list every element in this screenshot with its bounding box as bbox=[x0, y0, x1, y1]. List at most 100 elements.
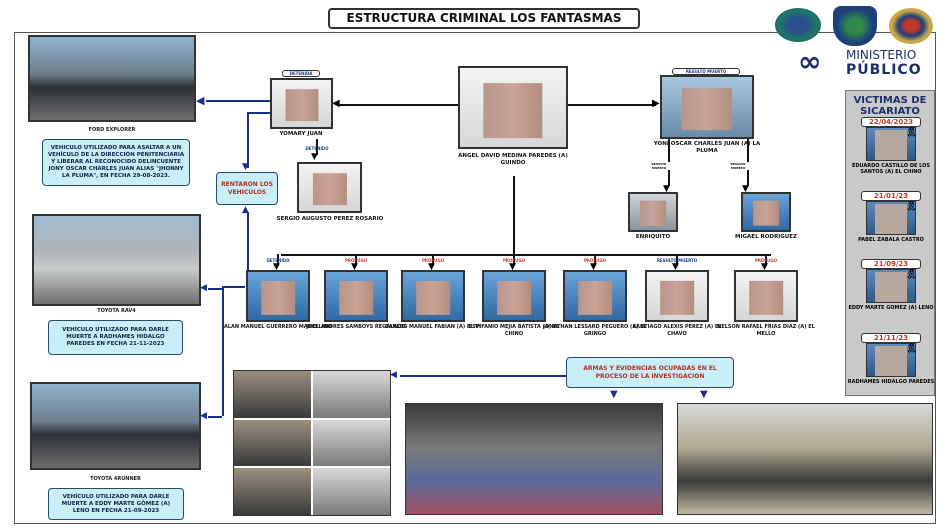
arrow-left-icon: ◀ bbox=[390, 370, 397, 380]
victim-date: 21/09/23 bbox=[861, 259, 921, 269]
connector-line bbox=[247, 212, 249, 286]
blurred-face bbox=[483, 82, 543, 138]
connector-line bbox=[206, 100, 270, 102]
leader-photo bbox=[458, 66, 568, 149]
toyota-4runner-photo bbox=[30, 382, 201, 470]
migael-photo bbox=[741, 192, 791, 232]
status-label: PROFUGO bbox=[421, 258, 445, 263]
arrow-down-icon: ▼ bbox=[311, 152, 318, 162]
connector-line bbox=[208, 416, 222, 418]
evidence-label-box: ARMAS Y EVIDENCIAS OCUPADAS EN EL PROCES… bbox=[566, 357, 734, 388]
blurred-face bbox=[660, 280, 694, 315]
weapon-photo bbox=[234, 419, 311, 467]
connector-line bbox=[432, 254, 434, 266]
victim-name: PABEL ZABALA CASTRO bbox=[858, 237, 924, 243]
connector-line bbox=[676, 254, 678, 266]
member-name: JOEL ANDRES SAMBOYS REGALADO bbox=[306, 324, 406, 330]
weapons-photo-grid bbox=[233, 370, 391, 516]
vehicle-caption: FORD EXPLORER bbox=[88, 127, 136, 133]
victims-panel: VICTIMAS DE SICARIATO 22/04/2023 🎗 EDUAR… bbox=[845, 90, 935, 396]
seal-icon bbox=[775, 8, 821, 42]
arrow-down-icon: ▼ bbox=[700, 389, 708, 400]
weapon-photo bbox=[313, 419, 390, 467]
connector-line bbox=[277, 254, 279, 266]
connector-line bbox=[355, 254, 357, 266]
dicrim-badge-icon bbox=[889, 8, 933, 44]
vehicle-note: VEHÍCULO UTILIZADO PARA DARLE MUERTE A E… bbox=[48, 488, 184, 520]
blurred-face bbox=[312, 172, 347, 206]
victims-title: VICTIMAS DE SICARIATO bbox=[853, 95, 927, 117]
weapon-photo bbox=[313, 371, 390, 418]
victim-photo: 🎗 bbox=[866, 127, 917, 161]
blurred-face bbox=[497, 280, 531, 315]
blurred-face bbox=[416, 280, 450, 315]
connector-line bbox=[316, 139, 318, 155]
police-badge-icon bbox=[833, 6, 877, 46]
member-photo bbox=[645, 270, 709, 322]
status-badge: RESULTO MUERTO bbox=[672, 68, 740, 75]
member-name: ALAN MANUEL GUERRERO MARCELINO bbox=[223, 324, 333, 330]
toyota-rav4-photo bbox=[32, 214, 201, 306]
connector-line bbox=[568, 104, 656, 106]
vehicle-caption: TOYOTA 4RUNNER bbox=[90, 476, 141, 482]
blurred-face bbox=[284, 88, 319, 122]
mourning-ribbon-icon: 🎗 bbox=[905, 344, 917, 354]
status-label: RESULTO MUERTO bbox=[648, 162, 670, 170]
arrow-down-icon: ▼ bbox=[428, 262, 435, 272]
member-photo bbox=[401, 270, 465, 322]
status-label: PROFUGO bbox=[583, 258, 607, 263]
connector-line bbox=[337, 104, 458, 106]
connector-line bbox=[513, 254, 515, 266]
blurred-face bbox=[339, 280, 373, 315]
member-name: JONATHAN LESSARD PEGUERO (A) EL GRINGO bbox=[543, 324, 647, 337]
blurred-face bbox=[875, 204, 907, 234]
connector-line bbox=[222, 286, 224, 416]
arrow-up-icon: ▲ bbox=[242, 205, 249, 215]
blurred-face bbox=[875, 130, 907, 160]
status-badge: DETENIDA bbox=[282, 70, 320, 77]
connector-line bbox=[281, 254, 771, 256]
connector-line bbox=[513, 176, 515, 255]
victim-date: 21/01/23 bbox=[861, 191, 921, 201]
victim-date: 21/11/23 bbox=[861, 333, 921, 343]
connector-line bbox=[222, 286, 245, 288]
member-name: ESPIFANIO MEJIA BATISTA (A) EL CHINO bbox=[468, 324, 560, 337]
arrow-down-icon: ▼ bbox=[672, 262, 679, 272]
sergio-name: SERGIO AUGUSTO PEREZ ROSARIO bbox=[276, 216, 384, 222]
leader-name: ANGEL DAVID MEDINA PAREDES (A) GUINDO bbox=[458, 153, 568, 166]
arrow-down-icon: ▼ bbox=[590, 262, 597, 272]
weapon-photo bbox=[234, 468, 311, 515]
mourning-ribbon-icon: 🎗 bbox=[905, 128, 917, 138]
mourning-ribbon-icon: 🎗 bbox=[905, 202, 917, 212]
logo-text-line2: PÚBLICO bbox=[846, 62, 922, 78]
arrow-left-icon: ◀ bbox=[200, 411, 207, 421]
arrow-down-icon: ▼ bbox=[761, 262, 768, 272]
connector-line bbox=[247, 112, 270, 114]
rentaron-vehiculos-box: RENTARON LOS VEHICULOS bbox=[216, 172, 278, 205]
arrow-down-icon: ▼ bbox=[742, 184, 749, 194]
victim-name: RADHAMES HIDALGO PAREDES bbox=[847, 379, 935, 385]
member-name: NELSON RAFAEL FRIAS DIAZ (A) EL MELLO bbox=[717, 324, 815, 337]
yomary-name: YOMARY JUAN bbox=[279, 131, 323, 137]
status-label: PROFUGO bbox=[754, 258, 778, 263]
blurred-face bbox=[578, 280, 612, 315]
member-name: CARLOS MANUEL FABIAN (A) EL VI bbox=[385, 324, 481, 330]
blurred-face bbox=[261, 280, 295, 315]
yoni-photo bbox=[660, 75, 754, 139]
evidence-photo-clothing bbox=[405, 403, 663, 515]
member-name: SANTIAGO ALEXIS PEREZ (A) EL CHAVO bbox=[632, 324, 722, 337]
blurred-face bbox=[875, 272, 907, 302]
victim-name: EDUARDO CASTILLO DE LOS SANTOS (A) EL CH… bbox=[851, 163, 931, 175]
status-label: RESULTO MUERTO bbox=[727, 162, 749, 170]
member-photo bbox=[246, 270, 310, 322]
vehicle-note: VEHÍCULO UTILIZADO PARA DARLE MUERTE A R… bbox=[48, 320, 183, 355]
arrow-right-icon: ▶ bbox=[652, 98, 660, 109]
status-label: RESULTO MUERTO bbox=[656, 258, 698, 263]
arrow-down-icon: ▼ bbox=[351, 262, 358, 272]
logo-text-line1: MINISTERIO bbox=[846, 48, 917, 62]
blurred-face bbox=[640, 200, 666, 226]
ministerio-publico-logo: ∞ MINISTERIO PÚBLICO bbox=[798, 46, 938, 80]
ford-explorer-photo bbox=[28, 35, 196, 122]
blurred-face bbox=[681, 88, 733, 131]
vehicle-caption: TOYOTA RAV4 bbox=[97, 308, 136, 314]
